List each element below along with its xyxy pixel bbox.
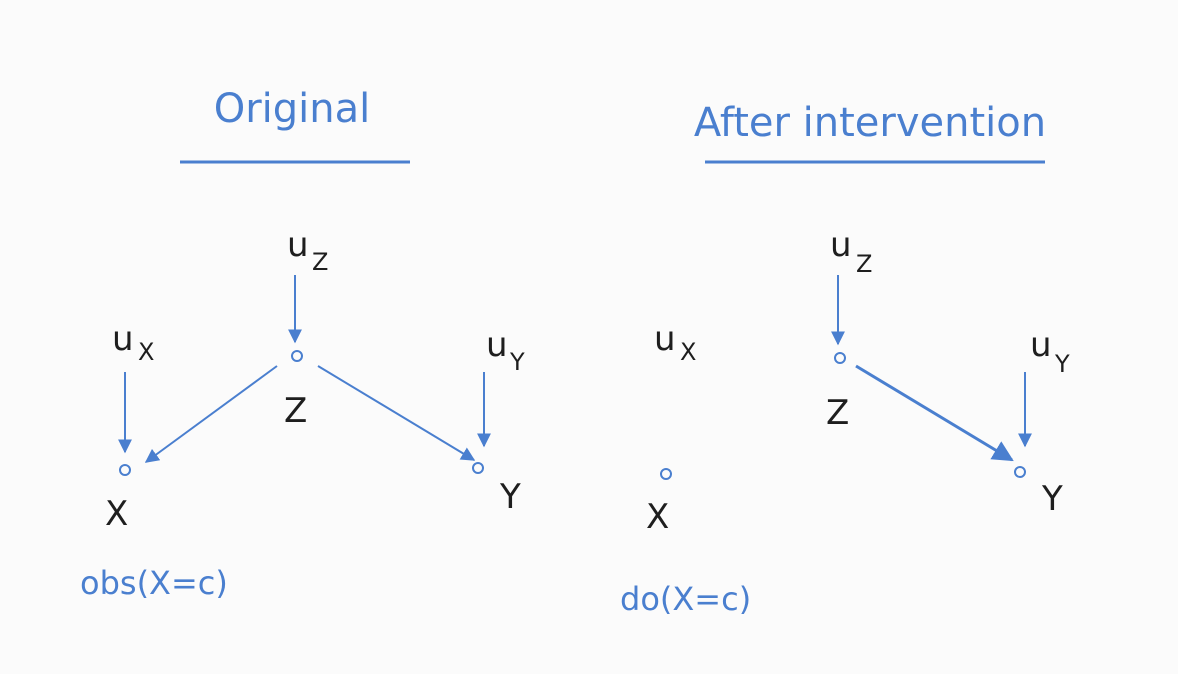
panel-title: Original [214, 86, 371, 132]
edge-z-to-x [144, 365, 278, 463]
node-label-y: Y [499, 477, 521, 517]
node-label-ux: u X [112, 319, 154, 366]
panel-title: After intervention [694, 100, 1046, 146]
node-label-y: Y [1041, 479, 1063, 519]
edge-z-to-y [855, 364, 1014, 462]
uz-subscript: Z [856, 250, 872, 278]
node-z [834, 352, 846, 364]
uz-base: u [830, 225, 852, 265]
uy-subscript: Y [509, 348, 525, 376]
node-label-x: X [646, 497, 669, 537]
edge-z-to-y [317, 365, 476, 461]
panel-original: Original u Z Z u X X u Y Y obs(X=c) [80, 86, 525, 602]
node-label-uy: u Y [486, 325, 525, 376]
node-x [119, 464, 131, 476]
panel-caption: obs(X=c) [80, 564, 228, 602]
node-z [291, 350, 303, 362]
node-label-uy: u Y [1030, 325, 1070, 378]
node-label-z: Z [284, 391, 307, 431]
ux-base: u [112, 319, 134, 359]
uy-subscript: Y [1054, 350, 1070, 378]
node-label-ux: u X [654, 319, 696, 366]
uy-base: u [486, 325, 508, 365]
node-x [660, 468, 672, 480]
ux-subscript: X [680, 338, 696, 366]
node-y [472, 462, 484, 474]
panel-after-intervention: After intervention u Z Z u X X u Y Y do(… [620, 100, 1070, 618]
node-y [1014, 466, 1026, 478]
node-label-uz: u Z [830, 225, 872, 278]
uy-base: u [1030, 325, 1052, 365]
panel-caption: do(X=c) [620, 580, 751, 618]
node-label-z: Z [826, 393, 849, 433]
uz-subscript: Z [312, 248, 328, 276]
node-label-x: X [105, 494, 128, 534]
ux-subscript: X [138, 338, 154, 366]
node-label-uz: u Z [287, 225, 328, 276]
uz-base: u [287, 225, 309, 265]
ux-base: u [654, 319, 676, 359]
